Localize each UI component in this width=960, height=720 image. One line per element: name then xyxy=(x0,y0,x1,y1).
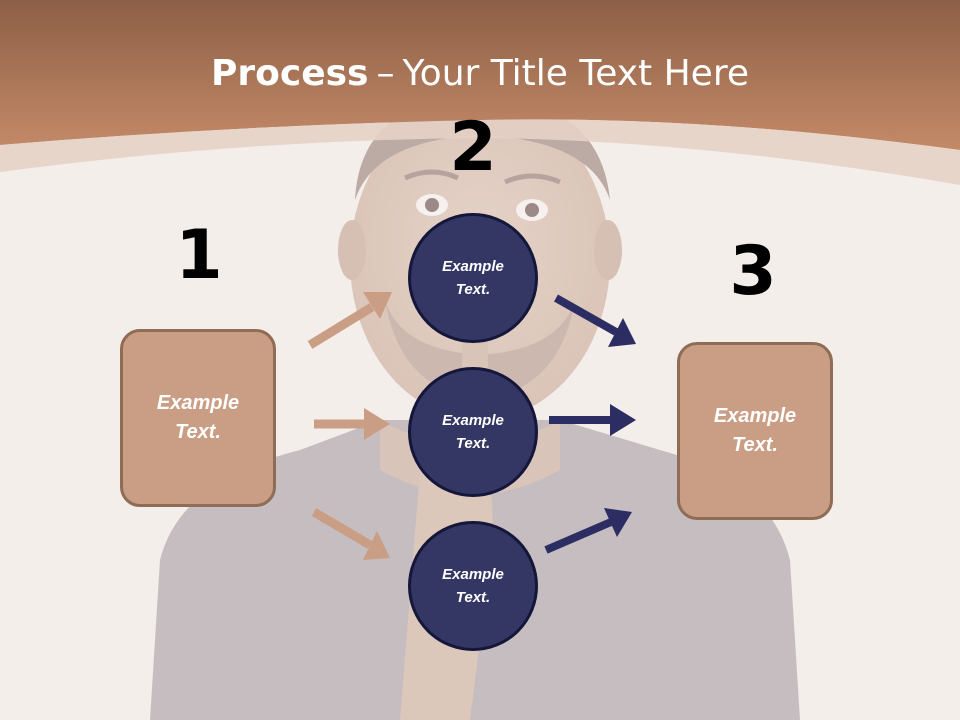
arrow-left-straight-icon xyxy=(314,408,390,440)
arrow-right-straight-icon xyxy=(549,404,636,436)
arrow-right-up-icon xyxy=(544,508,632,554)
circle-middle-text: Example Text. xyxy=(442,412,504,452)
right-text-box: Example Text. xyxy=(677,342,833,520)
arrow-right-down-icon xyxy=(554,294,636,347)
circle-middle: Example Text. xyxy=(408,367,538,497)
right-box-text: Example Text. xyxy=(713,405,797,456)
step-number-2: 2 xyxy=(449,108,497,187)
step-number-3: 3 xyxy=(729,232,777,311)
slide-title: Process–Your Title Text Here xyxy=(0,52,960,96)
step-number-1: 1 xyxy=(175,216,223,295)
left-box-text: Example Text. xyxy=(156,392,240,443)
title-rest-text: Your Title Text Here xyxy=(402,53,749,94)
arrow-left-up-icon xyxy=(307,292,392,349)
arrow-left-down-icon xyxy=(311,508,390,560)
circle-bottom-text: Example Text. xyxy=(442,566,504,606)
circle-bottom: Example Text. xyxy=(408,521,538,651)
title-dash: – xyxy=(376,53,395,94)
circle-top: Example Text. xyxy=(408,213,538,343)
left-text-box: Example Text. xyxy=(120,329,276,507)
title-bold-text: Process xyxy=(210,53,369,94)
circle-top-text: Example Text. xyxy=(442,258,504,298)
